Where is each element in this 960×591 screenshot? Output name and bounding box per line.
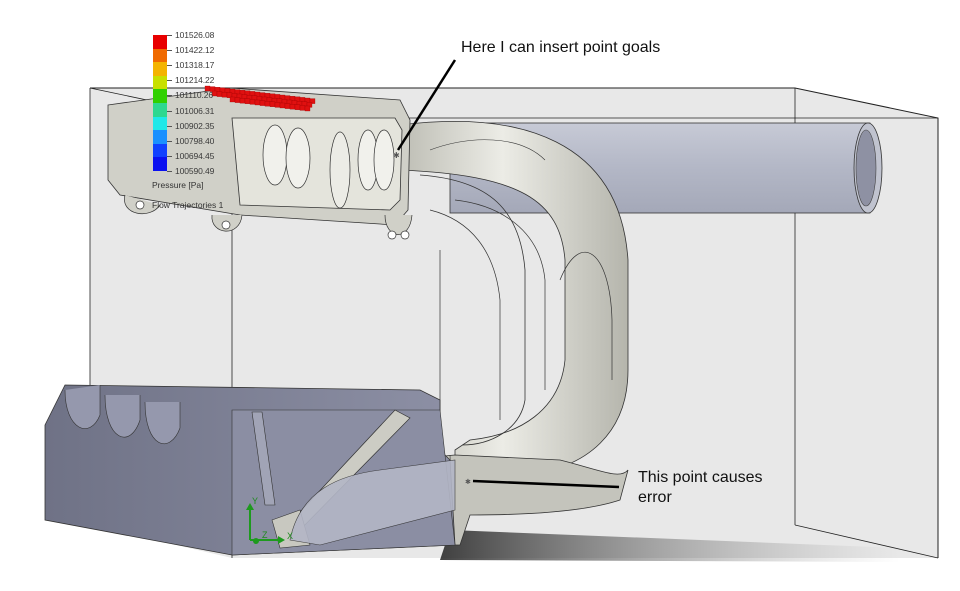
flow-trajectory-marker bbox=[309, 98, 316, 104]
legend-value-label: 101006.31 bbox=[175, 105, 215, 116]
point-goal-marker-error[interactable]: ✱ bbox=[465, 478, 471, 486]
annotation-error-point: This point causes error bbox=[638, 469, 763, 506]
flow-trajectory-marker bbox=[269, 101, 276, 107]
flow-trajectory-marker bbox=[259, 100, 266, 106]
flow-trajectory-marker bbox=[279, 102, 286, 109]
legend-value-label: 101318.17 bbox=[175, 60, 215, 71]
pressure-legend[interactable]: 101526.08 101422.12 101318.17 101214.22 1011… bbox=[150, 30, 260, 223]
legend-tick bbox=[167, 110, 172, 112]
legend-color-bar bbox=[153, 35, 167, 171]
legend-swatch bbox=[153, 143, 167, 158]
legend-tick bbox=[167, 95, 172, 97]
point-goal-marker-top[interactable]: ✱ bbox=[393, 151, 400, 160]
legend-value-label: 101526.08 bbox=[175, 30, 215, 40]
flow-trajectory-marker bbox=[264, 101, 271, 107]
legend-title: Pressure [Pa] bbox=[152, 180, 204, 190]
flow-trajectories[interactable] bbox=[204, 85, 316, 112]
legend-swatch bbox=[153, 62, 167, 76]
legend-subtitle: Flow Trajectories 1 bbox=[152, 200, 224, 210]
legend-swatch bbox=[153, 116, 167, 131]
legend-tick bbox=[167, 140, 172, 142]
svg-text:✱: ✱ bbox=[393, 151, 400, 160]
legend-tick bbox=[167, 65, 172, 67]
legend-swatch bbox=[153, 157, 167, 171]
legend-value-label: 100902.35 bbox=[175, 120, 215, 131]
flow-trajectory-marker bbox=[299, 105, 306, 111]
legend-value-label: 101214.22 bbox=[175, 75, 215, 86]
manifold-runners[interactable] bbox=[399, 121, 629, 479]
legend-swatch bbox=[153, 48, 167, 63]
legend-value-label: 100590.49 bbox=[175, 166, 215, 176]
triad-y-label: Y bbox=[252, 496, 258, 506]
legend-swatch bbox=[153, 130, 167, 144]
triad-x-label: X bbox=[287, 531, 293, 541]
legend-value-label: 100798.40 bbox=[175, 135, 215, 146]
legend-value-label: 101110.26 bbox=[175, 90, 214, 101]
triad-z-label: Z bbox=[262, 530, 268, 540]
legend-tick bbox=[167, 80, 172, 82]
legend-tick bbox=[167, 155, 172, 157]
legend-value-label: 100694.45 bbox=[175, 150, 215, 161]
flow-trajectory-marker bbox=[284, 103, 291, 109]
svg-text:✱: ✱ bbox=[465, 478, 471, 486]
flow-trajectory-marker bbox=[289, 104, 296, 110]
cylinder-head[interactable] bbox=[44, 384, 456, 556]
flow-trajectory-marker bbox=[304, 105, 311, 112]
legend-swatch bbox=[153, 89, 167, 103]
inlet-pipe[interactable] bbox=[449, 122, 883, 214]
legend-tick bbox=[167, 125, 172, 127]
legend-tick bbox=[167, 50, 172, 52]
annotation-leader-top bbox=[396, 59, 457, 151]
legend-swatch bbox=[153, 102, 167, 117]
annotation-point-goals: Here I can insert point goals bbox=[461, 39, 661, 56]
legend-tick bbox=[167, 171, 172, 172]
flow-trajectory-marker bbox=[274, 102, 281, 108]
annotation-leader-bottom bbox=[472, 479, 620, 489]
manifold-plenum[interactable] bbox=[107, 87, 413, 240]
ground-shadow bbox=[440, 530, 900, 562]
legend-swatch bbox=[153, 75, 167, 90]
legend-swatch bbox=[153, 35, 167, 49]
legend-tick bbox=[167, 35, 172, 36]
coordinate-triad: Y X Z bbox=[246, 496, 293, 544]
flow-trajectory-marker bbox=[294, 104, 301, 110]
legend-value-label: 101422.12 bbox=[175, 45, 215, 56]
